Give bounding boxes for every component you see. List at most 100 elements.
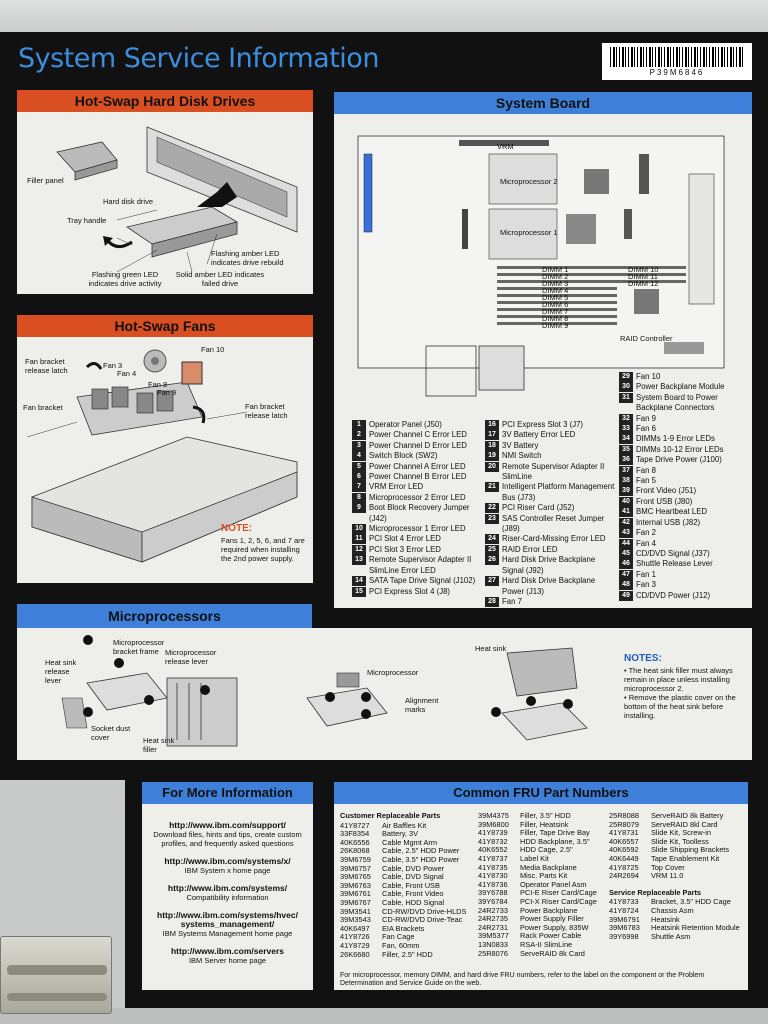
label-fan-bracket-latch-left: Fan bracket release latch (25, 357, 68, 375)
micro-note-1: • The heat sink filler must always remai… (624, 666, 733, 693)
fru-header: Common FRU Part Numbers (334, 782, 748, 804)
link-ibm-systems-x[interactable]: http://www.ibm.com/systems/x/ (164, 856, 291, 866)
link-ibm-servers[interactable]: http://www.ibm.com/servers (170, 946, 285, 956)
label-microprocessor: Microprocessor (367, 668, 419, 677)
label-tray-handle: Tray handle (67, 216, 107, 225)
page-title: System Service Information (18, 43, 379, 74)
hdd-header: Hot-Swap Hard Disk Drives (17, 90, 313, 112)
label-green-flash-led: Flashing green LED indicates drive activ… (88, 270, 162, 288)
barcode-text: P39M6846 (649, 68, 705, 77)
label-dimm-5: DIMM 5 (542, 293, 569, 302)
link-ibm-systems-management[interactable]: http://www.ibm.com/systems/hvec/ systems… (157, 910, 298, 929)
label-microprocessor-release-lever: Microprocessor release lever (165, 648, 217, 666)
label-vrm: VRM (497, 142, 514, 151)
label-heat-sink: Heat sink (475, 644, 507, 653)
fru-panel: Common FRU Part Numbers Customer Replace… (334, 782, 748, 990)
label-filler-panel: Filler panel (27, 176, 64, 185)
barcode-bars (610, 47, 744, 67)
link-ibm-support[interactable]: http://www.ibm.com/support/ (169, 820, 286, 830)
chassis-hinge (0, 936, 112, 1014)
hdd-panel: Hot-Swap Hard Disk Drives Filler panel H… (17, 90, 313, 294)
link-desc: IBM Systems Management home page (162, 929, 293, 938)
fru-srp-title: Service Replaceable Parts (609, 887, 702, 897)
label-fan-bracket-latch-right: Fan bracket release latch (245, 402, 288, 420)
link-desc: Compatibility information (186, 893, 269, 902)
label-alignment-marks: Alignment marks (405, 696, 439, 714)
label-socket-dust-cover: Socket dust cover (91, 724, 131, 742)
micro-notes-title: NOTES: (624, 653, 662, 664)
hdd-illustration (56, 126, 298, 273)
micro-panel: Heat sink release lever Microprocessor b… (17, 628, 752, 760)
label-amber-solid-led: Solid amber LED indicates failed drive (175, 270, 265, 288)
fru-footnote: For microprocessor, memory DIMM, and har… (340, 972, 705, 987)
fans-note-text: Fans 1, 2, 5, 6, and 7 are required when… (221, 536, 305, 563)
label-dimm-10: DIMM 10 (628, 265, 659, 274)
barcode: P39M6846 (602, 43, 752, 80)
more-info-list: http://www.ibm.com/support/ Download fil… (142, 812, 313, 966)
label-fan-8: Fan 8 (148, 380, 168, 389)
label-dimm-2: DIMM 2 (542, 272, 569, 281)
link-desc: IBM Server home page (188, 956, 267, 965)
label-fan-9: Fan 9 (157, 388, 177, 397)
label-dimm-11: DIMM 11 (628, 272, 658, 281)
link-ibm-systems[interactable]: http://www.ibm.com/systems/ (167, 883, 288, 893)
label-dimm-8: DIMM 8 (542, 314, 569, 323)
micro-illustration (61, 635, 588, 747)
label-dimm-3: DIMM 3 (542, 279, 569, 288)
label-fan-bracket: Fan bracket (23, 403, 63, 412)
label-heatsink-release-lever: Heat sink release lever (45, 658, 77, 685)
micro-header-bar: Microprocessors (17, 604, 312, 628)
